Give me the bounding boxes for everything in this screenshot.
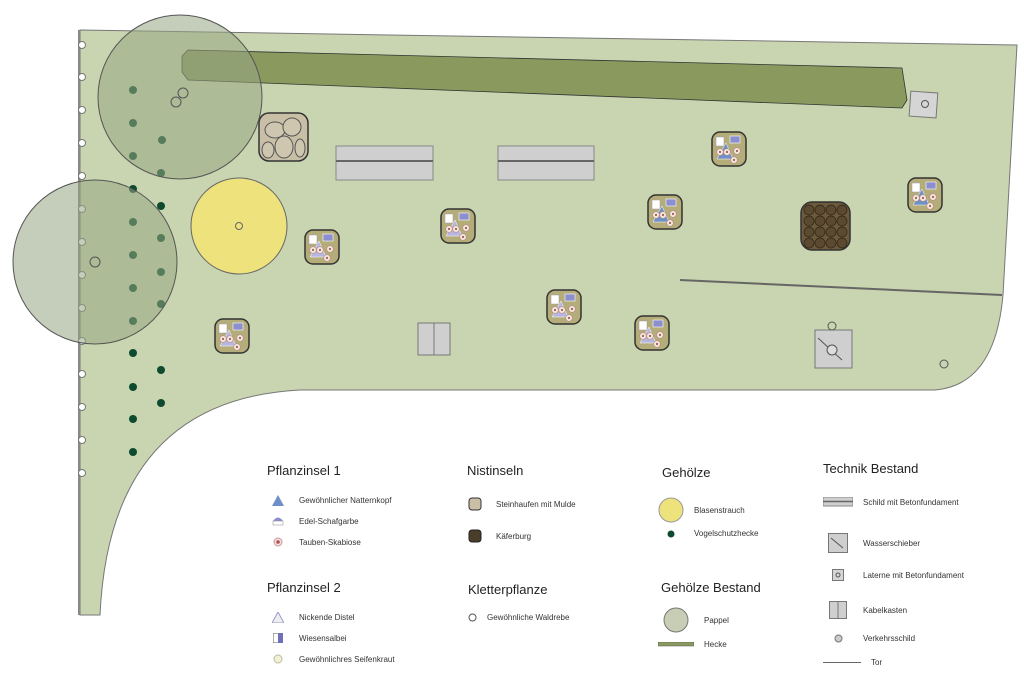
half-circle-icon xyxy=(267,516,289,526)
legend-item: Hecke xyxy=(658,640,727,649)
open-circle-icon xyxy=(467,613,477,622)
dot-ring-icon xyxy=(267,537,289,547)
legend-title-gehoelze: Gehölze xyxy=(662,465,711,480)
traffic-sign-icon xyxy=(823,634,853,643)
plant-island xyxy=(907,177,943,213)
plant-island xyxy=(214,318,250,354)
plant-island xyxy=(647,194,683,230)
waldrebe-marker xyxy=(78,172,86,180)
kaeferburg xyxy=(800,201,851,251)
lawn-area xyxy=(79,29,1018,616)
legend-item: Wiesensalbei xyxy=(267,633,347,643)
vogelschutzhecke-dot xyxy=(129,415,137,423)
vogelschutzhecke-dot xyxy=(157,202,165,210)
legend-item: Verkehrsschild xyxy=(823,634,915,643)
legend-item: Nickende Distel xyxy=(267,612,355,623)
waldrebe-marker xyxy=(78,403,86,411)
lantern xyxy=(908,90,939,119)
waldrebe-marker xyxy=(78,41,86,49)
traffic-sign xyxy=(939,359,949,369)
legend-item: Gewöhnliche Waldrebe xyxy=(467,613,569,622)
waldrebe-marker xyxy=(78,139,86,147)
legend-item: Laterne mit Betonfundament xyxy=(823,569,964,581)
legend-item: Tor xyxy=(823,658,882,667)
plant-island xyxy=(304,229,340,265)
legend-item: Vogelschutzhecke xyxy=(658,529,759,538)
legend-item: Gewöhnlichres Seifenkraut xyxy=(267,654,395,664)
waldrebe-marker xyxy=(78,370,86,378)
legend-title-pflanzinsel2: Pflanzinsel 2 xyxy=(267,580,341,595)
legend-item: Gewöhnlicher Natternkopf xyxy=(267,495,392,506)
stone-pile-icon xyxy=(464,497,486,511)
vogelschutzhecke-dot xyxy=(157,399,165,407)
legend-item: Käferburg xyxy=(464,529,531,543)
yellow-circle-icon xyxy=(658,497,684,523)
beetle-castle-icon xyxy=(464,529,486,543)
legend-title-nistinseln: Nistinseln xyxy=(467,463,524,478)
green-dot-icon xyxy=(658,530,684,538)
gate xyxy=(679,279,1003,296)
vogelschutzhecke-dot xyxy=(129,383,137,391)
water-valve-icon xyxy=(823,533,853,553)
lantern-icon xyxy=(823,569,853,581)
pappel-trees xyxy=(12,14,263,345)
vogelschutzhecke-dot xyxy=(129,448,137,456)
cable-box-icon xyxy=(823,601,853,619)
vogelschutzhecke-dot xyxy=(129,349,137,357)
legend-item: Blasenstrauch xyxy=(658,497,745,523)
waldrebe-marker xyxy=(78,106,86,114)
gate-line-icon xyxy=(823,661,861,664)
sign-bar-icon xyxy=(823,497,853,507)
water-valve xyxy=(814,321,853,369)
triangle-icon xyxy=(267,495,289,506)
legend-item: Tauben-Skabiose xyxy=(267,537,361,547)
sign-with-foundation xyxy=(335,145,595,181)
plant-island xyxy=(711,131,747,167)
legend-item: Wasserschieber xyxy=(823,533,920,553)
pappel-circle-icon xyxy=(658,607,694,633)
legend-title-pflanzinsel1: Pflanzinsel 1 xyxy=(267,463,341,478)
legend-title-gehoelze-bestand: Gehölze Bestand xyxy=(661,580,761,595)
legend-title-kletterpflanze: Kletterpflanze xyxy=(468,582,548,597)
plant-island xyxy=(634,315,670,351)
legend-title-technik: Technik Bestand xyxy=(823,461,919,476)
steinhaufen xyxy=(258,112,309,162)
plant-island xyxy=(440,208,476,244)
outlined-triangle-icon xyxy=(267,612,289,623)
blasenstrauch xyxy=(190,177,288,275)
waldrebe-marker xyxy=(78,469,86,477)
hedge-bar-icon xyxy=(658,642,694,647)
legend-item: Kabelkasten xyxy=(823,601,907,619)
plant-island xyxy=(546,289,582,325)
legend-item: Edel-Schafgarbe xyxy=(267,516,359,526)
cable-box xyxy=(417,322,451,356)
half-square-icon xyxy=(267,633,289,643)
legend-item: Steinhaufen mit Mulde xyxy=(464,497,576,511)
waldrebe-marker xyxy=(78,436,86,444)
legend-item: Schild mit Betonfundament xyxy=(823,497,959,507)
smiley-circle-icon xyxy=(267,654,289,664)
waldrebe-marker xyxy=(78,73,86,81)
vogelschutzhecke-dot xyxy=(157,366,165,374)
legend-item: Pappel xyxy=(658,607,729,633)
